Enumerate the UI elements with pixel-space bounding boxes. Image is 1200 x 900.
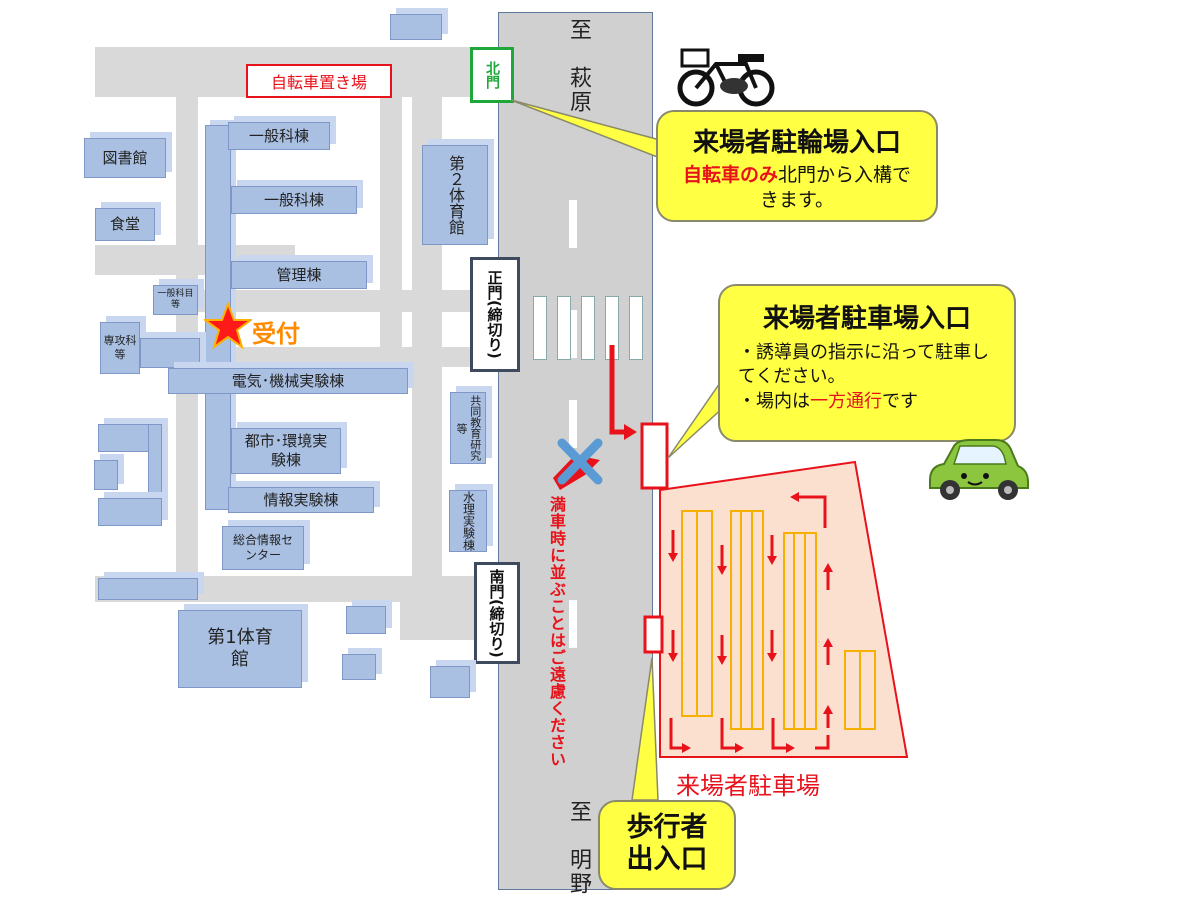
no-entry-cross-icon: [557, 438, 603, 485]
bicycle-icon: [677, 48, 775, 107]
general-building-2: 一般科棟: [231, 186, 357, 214]
connector-block: [140, 338, 200, 368]
path-h2: [198, 347, 498, 367]
ict-center-building: 総合情報センター: [222, 526, 304, 570]
main-gate: 正門(締切り): [470, 257, 520, 372]
small-block-b: [346, 606, 386, 634]
north-gate: 北門: [470, 47, 514, 103]
bike-callout-title: 来場者駐輪場入口: [692, 128, 901, 158]
small-block-c: [342, 654, 376, 680]
civil-environment-lab: 都市･環境実験棟: [231, 428, 341, 474]
lane-markings: [569, 200, 577, 880]
bicycle-parking-label: 自転車置き場: [246, 64, 392, 98]
bike-entrance-callout: 来場者駐輪場入口 自転車のみ北門から入構できます。: [656, 110, 938, 222]
reception-label: 受付: [252, 320, 300, 348]
car-icon: [929, 439, 1029, 500]
general-building-1: 一般科棟: [228, 122, 330, 150]
star-icon: [201, 301, 255, 350]
c-block-bottom: [98, 498, 162, 526]
gym-2-building: 第２体育館: [422, 145, 488, 245]
car-callout-line1: ・誘導員の指示に沿って駐車してください。: [738, 342, 990, 388]
general-subjects-building: 一般科目等: [153, 285, 198, 315]
joint-research-building: 共同教育研究等: [450, 392, 486, 464]
parking-label: 来場者駐車場: [676, 772, 820, 800]
hydraulics-lab: 水理実験棟: [449, 490, 487, 552]
car-callout-title: 来場者駐車場入口: [762, 304, 971, 334]
bike-callout-text: 北門から入構できます。: [759, 164, 912, 211]
admin-building: 管理棟: [231, 261, 367, 289]
bike-only-highlight: 自転車のみ: [682, 164, 778, 186]
major-course-building: 専攻科等: [100, 322, 140, 374]
gym-1-building: 第1体育館: [178, 610, 302, 688]
road-south-label: 至 明野: [566, 800, 591, 896]
south-gate: 南門(締切り): [474, 562, 520, 664]
car-entrance-callout: 来場者駐車場入口 ・誘導員の指示に沿って駐車してください。 ・場内は一方通行です: [718, 284, 1016, 442]
library-building: 図書館: [84, 138, 166, 178]
electrical-mechanical-lab: 電気･機械実験棟: [168, 368, 408, 394]
road-north-label: 至 萩原: [566, 18, 591, 114]
car-callout-line2: ・場内は一方通行です: [738, 390, 918, 412]
queue-notice: 満車時に並ぶことはご遠慮ください: [547, 496, 566, 768]
cafeteria-building: 食堂: [95, 208, 155, 241]
path-h1: [198, 290, 498, 312]
path-mid: [380, 97, 402, 347]
south-strip: [98, 578, 198, 600]
pedestrian-line1: 歩行者: [626, 812, 708, 843]
one-way-highlight: 一方通行: [810, 390, 882, 412]
small-block-west: [94, 460, 118, 490]
small-block-d: [430, 666, 470, 698]
pedestrian-entrance-callout: 歩行者 出入口: [598, 800, 736, 890]
bike-callout-body: 自転車のみ北門から入構できます。: [658, 163, 936, 212]
information-lab: 情報実験棟: [228, 487, 374, 513]
pedestrian-line2: 出入口: [626, 844, 708, 876]
small-block-a: [390, 14, 442, 40]
reception-marker: [201, 301, 255, 354]
